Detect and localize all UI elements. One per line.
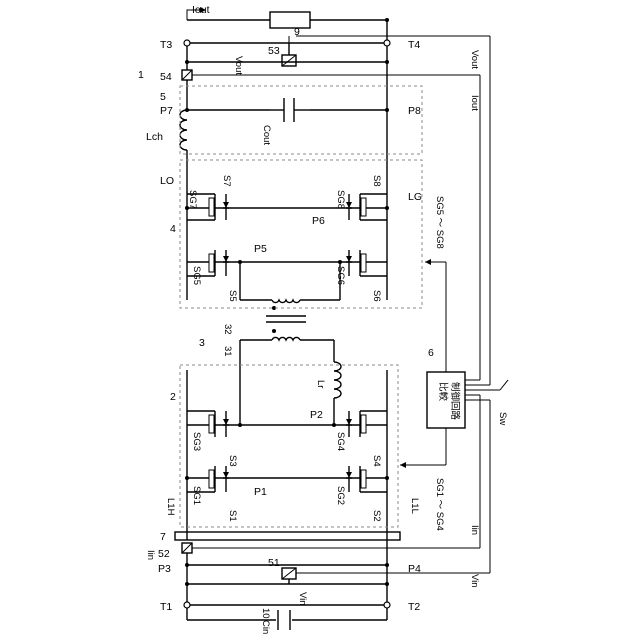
label-p5: P5 [254,243,267,255]
label-p4: P4 [408,563,421,575]
label-s1: S1 [227,510,238,522]
output-filter-box [180,86,422,154]
label-1: 1 [138,69,144,81]
switch-s6 [346,250,387,276]
label-6: 6 [428,347,434,359]
switch-s4 [346,411,387,437]
label-sg4: SG4 [335,432,346,451]
label-s2: S2 [371,510,382,522]
label-p6: P6 [312,215,325,227]
switch-s8 [346,194,387,220]
resonant-inductor [334,362,341,398]
label-sw: Sw [497,412,508,425]
label-vout-left: Vout [233,56,244,75]
control-wiring [192,36,508,573]
label-iin-right: Iin [469,525,480,535]
label-10: 10 [260,608,271,619]
switch-s2 [346,466,387,492]
input-capacitor [278,610,290,630]
terminal-t3 [184,40,190,46]
label-lo: LO [160,175,174,187]
label-54: 54 [160,71,172,83]
label-vin-right: Vin [469,574,480,588]
label-7: 7 [160,531,166,543]
label-t3: T3 [160,39,172,51]
label-sg8: SG8 [335,190,346,209]
label-s6: S6 [371,290,382,302]
transformer [266,300,306,340]
label-cout: Cout [261,125,272,145]
label-p8: P8 [408,105,421,117]
label-2: 2 [170,391,176,403]
label-lg: LG [408,191,422,203]
label-sg1-sg4: SG1 ～ SG4 [434,478,445,531]
main-wiring [187,20,387,620]
label-sg6: SG6 [335,266,346,285]
label-32: 32 [222,324,233,335]
label-t1: T1 [160,601,172,613]
label-52: 52 [158,548,170,560]
label-p7: P7 [160,105,173,117]
label-51: 51 [268,557,280,569]
label-iout-right: Iout [469,95,480,111]
output-bridge-box-4 [180,160,422,308]
label-s5: S5 [227,290,238,302]
label-sg1: SG1 [191,486,202,505]
label-l1h: L1H [165,498,176,516]
label-sg7: SG7 [187,190,198,209]
label-cin: Cin [260,620,271,634]
label-vout-right: Vout [469,50,480,69]
label-s8: S8 [371,175,382,187]
label-ctrl-line2: 制御回路 [449,382,461,421]
label-p2: P2 [310,409,323,421]
label-3: 3 [199,337,205,349]
label-p1: P1 [254,486,267,498]
label-sg2: SG2 [335,486,346,505]
choke-inductor [180,110,187,150]
label-l1l: L1L [409,498,420,514]
terminal-t2 [384,602,390,608]
output-capacitor [270,98,310,122]
label-5: 5 [160,91,166,103]
label-vin-left: Vin [297,592,308,606]
label-iin-left: Iin [145,550,156,560]
label-lr: Lr [315,380,326,388]
input-bridge-box-2 [180,365,398,527]
label-s7: S7 [221,175,232,187]
label-53: 53 [268,45,280,57]
label-t4: T4 [408,39,420,51]
label-sg5: SG5 [191,266,202,285]
load-resistor [270,12,310,28]
label-4: 4 [170,223,176,235]
label-lch: Lch [146,131,163,143]
terminal-t1 [184,602,190,608]
label-sg3: SG3 [191,432,202,451]
label-s4: S4 [371,455,382,467]
label-p3: P3 [158,563,171,575]
terminal-t4 [384,40,390,46]
label-9: 9 [294,26,300,38]
label-31: 31 [222,346,233,357]
label-sg5-sg8: SG5 ～ SG8 [434,196,445,249]
label-iout-top: Iout [192,4,210,16]
label-ctrl-line1: 比較 [437,382,449,402]
heatsink-7 [175,532,400,540]
label-s3: S3 [227,455,238,467]
label-t2: T2 [408,601,420,613]
